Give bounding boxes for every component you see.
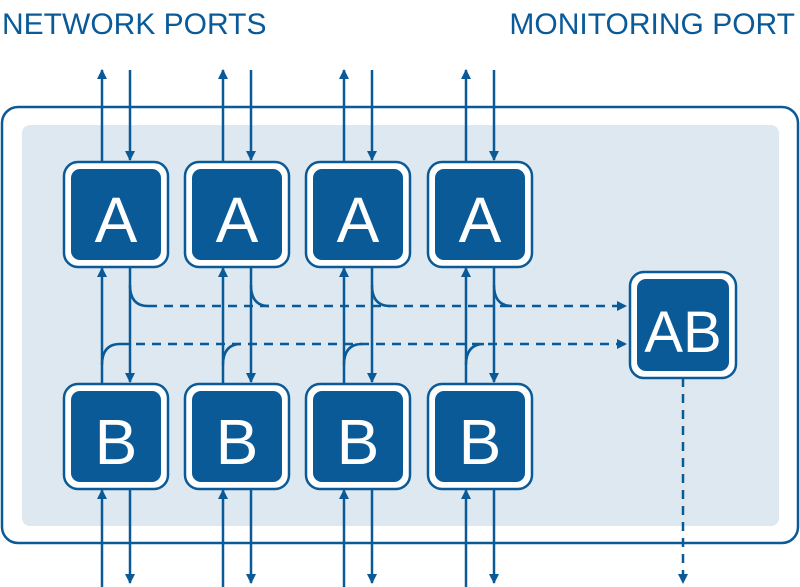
tap-curve-a bbox=[370, 284, 391, 308]
node-letter: A bbox=[95, 184, 138, 256]
node-letter: B bbox=[337, 406, 380, 478]
tap-curve-b bbox=[342, 342, 363, 366]
node-a-3: A bbox=[304, 160, 412, 269]
tap-curve-a bbox=[128, 284, 149, 308]
node-b-4: B bbox=[426, 382, 534, 491]
node-letter: AB bbox=[644, 300, 721, 365]
node-letter: A bbox=[337, 184, 380, 256]
node-b-1: B bbox=[62, 382, 170, 491]
network-ports-label: NETWORK PORTS bbox=[2, 8, 266, 41]
node-b-3: B bbox=[304, 382, 412, 491]
node-letter: B bbox=[216, 406, 259, 478]
node-letter: B bbox=[459, 406, 502, 478]
tap-curve-b bbox=[100, 342, 121, 366]
node-b-2: B bbox=[183, 382, 291, 491]
node-a-4: A bbox=[426, 160, 534, 269]
tap-curve-b bbox=[464, 342, 485, 366]
node-ab: AB bbox=[628, 270, 738, 380]
node-letter: B bbox=[95, 406, 138, 478]
monitoring-port-label: MONITORING PORT bbox=[509, 8, 795, 41]
node-a-2: A bbox=[183, 160, 291, 269]
connectors bbox=[97, 69, 688, 587]
node-letter: A bbox=[216, 184, 259, 256]
node-a-1: A bbox=[62, 160, 170, 269]
tap-curve-a bbox=[492, 284, 513, 308]
node-letter: A bbox=[459, 184, 502, 256]
